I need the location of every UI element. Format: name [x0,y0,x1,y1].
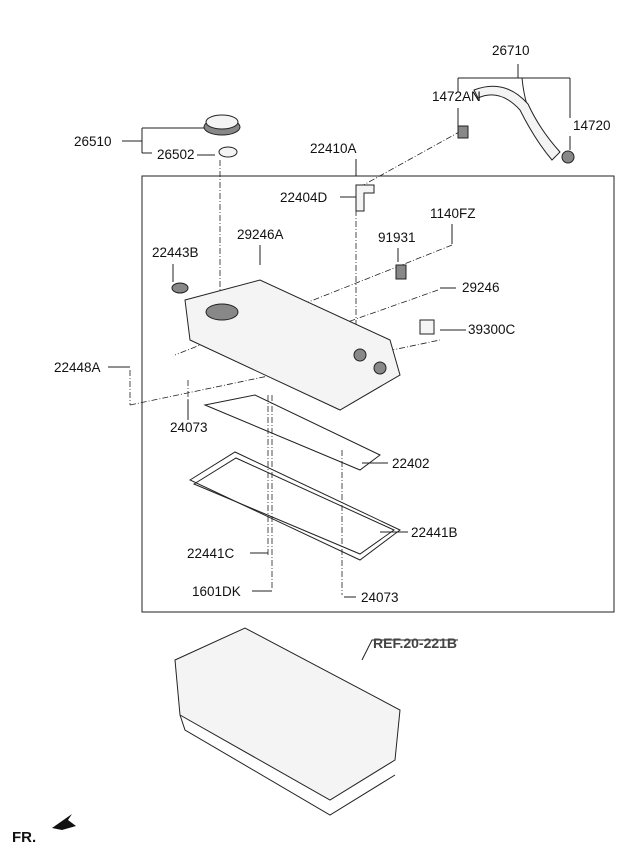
oil-filler-cap [203,114,241,158]
dash-lines [129,130,462,595]
part-label[interactable]: 1472AN [432,89,481,104]
assembly-frame [141,175,615,613]
gaskets [188,394,401,561]
front-arrow-icon [52,814,76,830]
front-marker: FR. [12,829,36,846]
reference-label[interactable]: REF.20-221B [373,635,457,651]
cylinder-head-cover [171,264,435,411]
part-label[interactable]: 22448A [54,360,101,375]
part-label[interactable]: 22441C [187,546,235,561]
part-label[interactable]: 22404D [280,190,328,205]
part-label[interactable]: 24073 [361,590,399,605]
part-number-labels: 26710 1472AN 14720 26510 26502 22410A 22404D 11… [54,43,611,605]
part-label[interactable]: 29246A [237,227,284,242]
part-label[interactable]: 29246 [462,280,500,295]
part-label[interactable]: 1601DK [192,584,241,599]
part-label[interactable]: 22441B [411,525,458,540]
part-label[interactable]: 26710 [492,43,530,58]
part-label[interactable]: 91931 [378,230,416,245]
part-label[interactable]: 1140FZ [430,206,476,221]
breather-hose [457,85,575,164]
part-label[interactable]: 26510 [74,134,112,149]
part-label[interactable]: 39300C [468,322,516,337]
part-label[interactable]: 26502 [157,147,195,162]
part-label[interactable]: 22410A [310,141,357,156]
part-label[interactable]: 24073 [170,420,208,435]
leader-lines [108,64,571,661]
pcv-pipe [355,184,375,212]
part-label[interactable]: 22402 [392,456,430,471]
part-label[interactable]: 14720 [573,118,611,133]
part-label[interactable]: 22443B [152,245,199,260]
cylinder-head [174,627,401,816]
